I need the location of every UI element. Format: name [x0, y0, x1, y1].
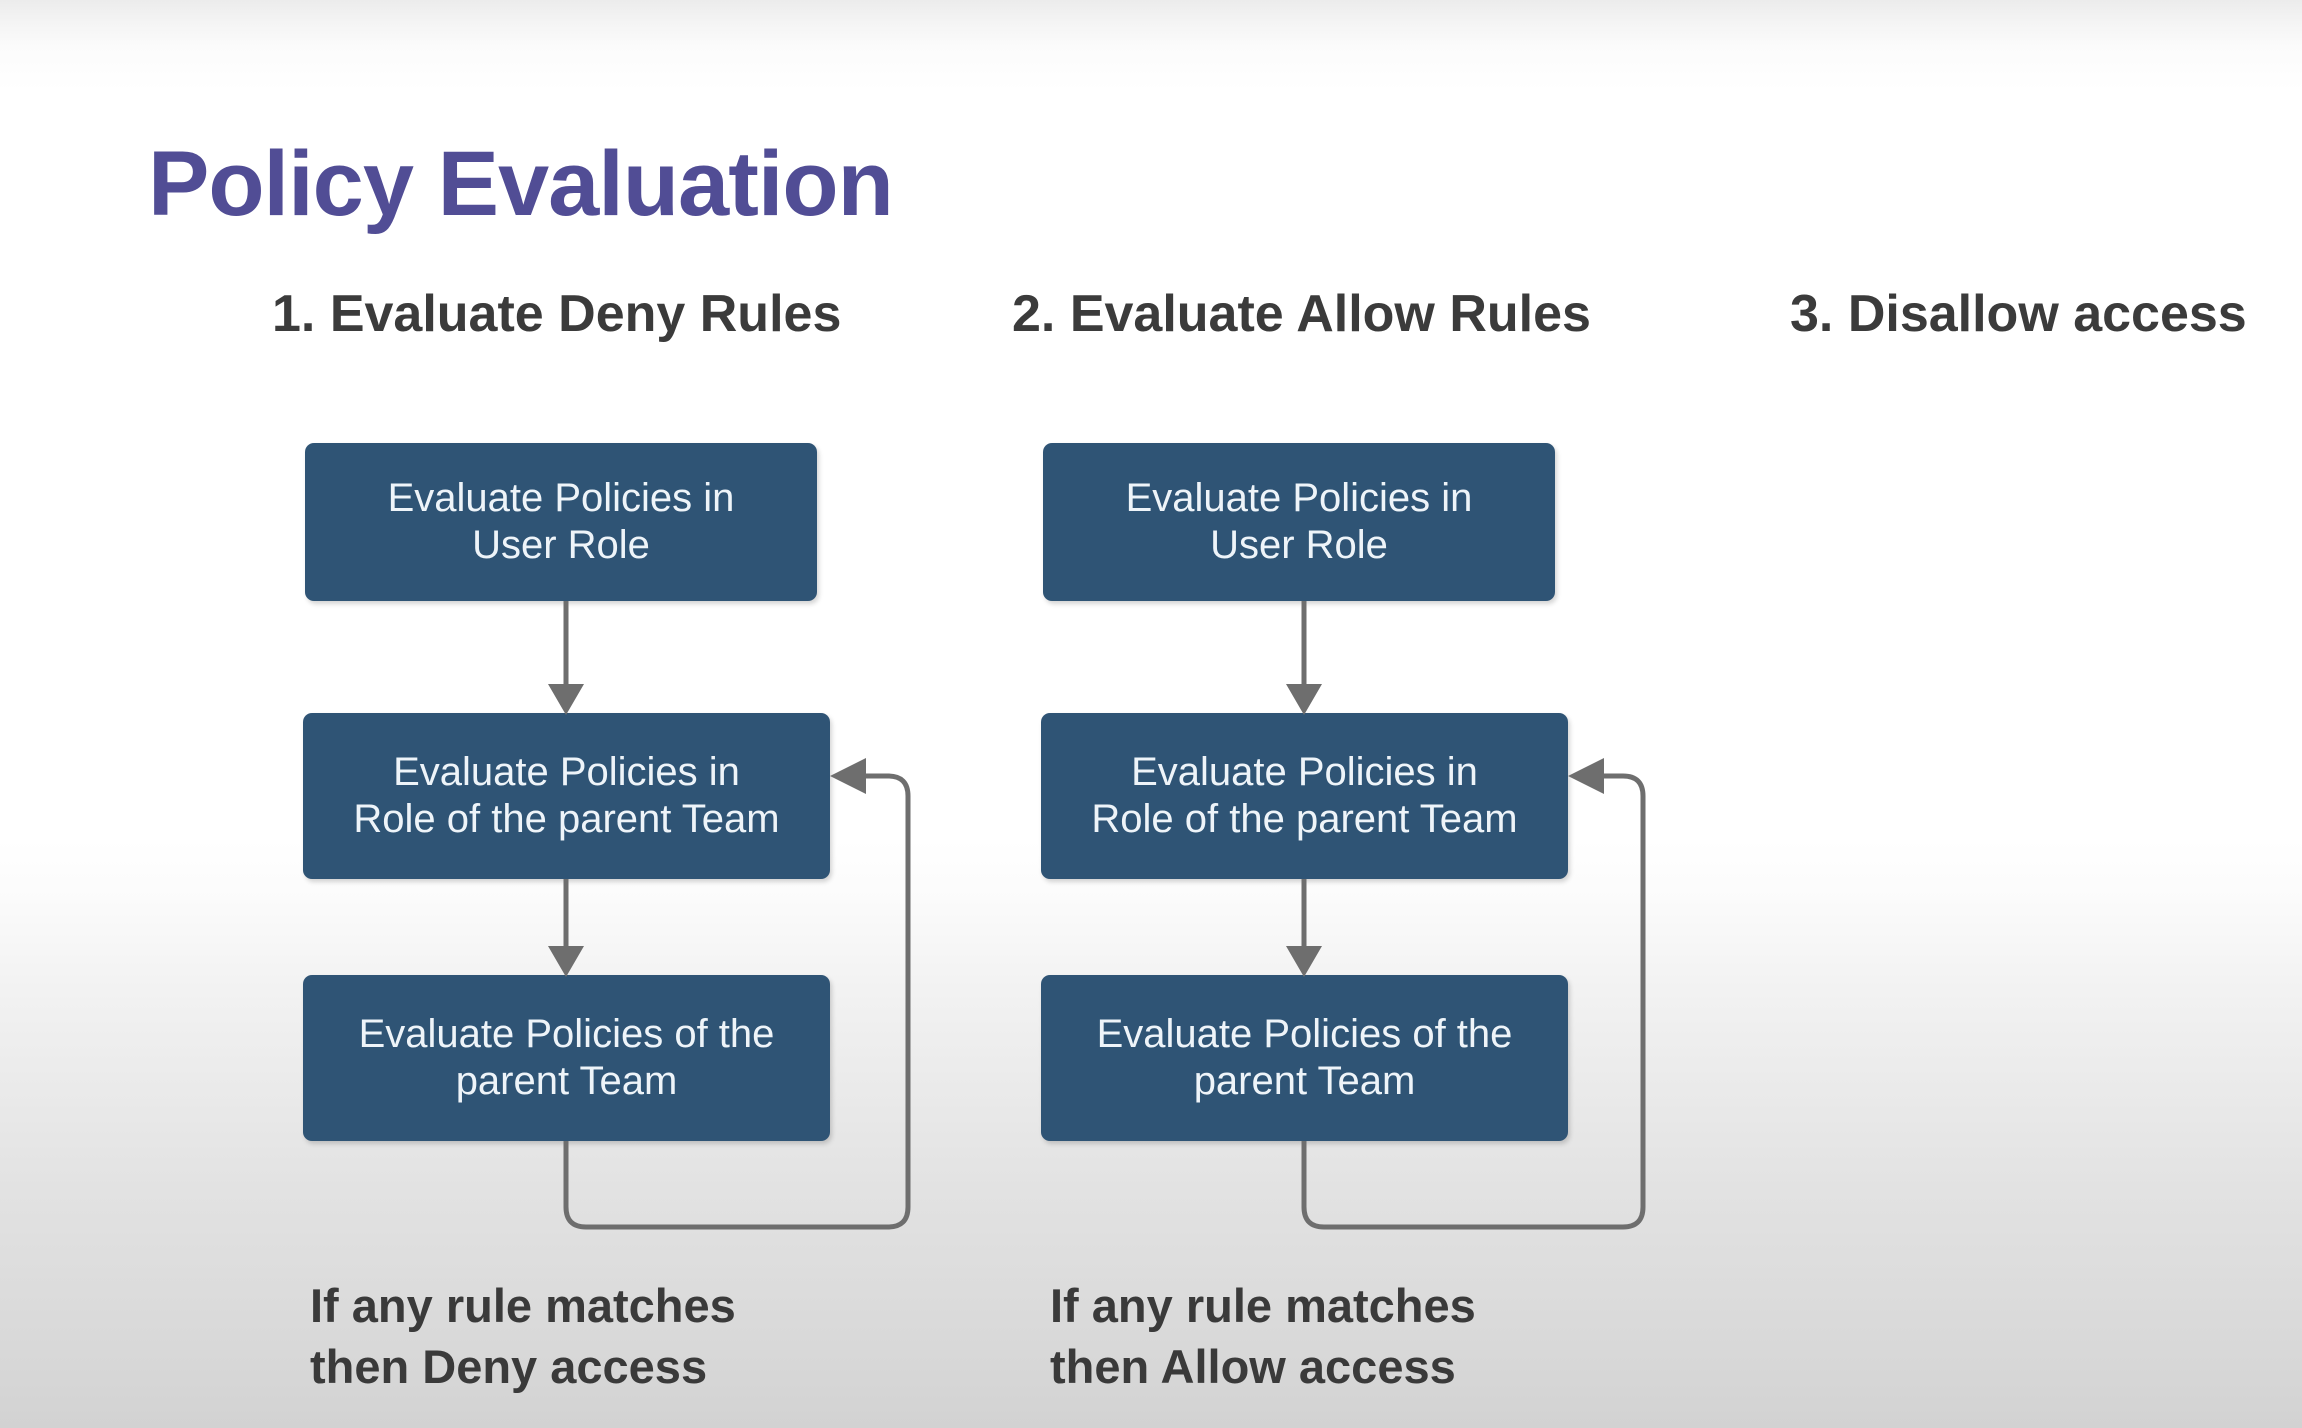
flow-box-allow-parent-team-role: Evaluate Policies in Role of the parent … — [1041, 713, 1568, 879]
flow-box-deny-parent-team: Evaluate Policies of the parent Team — [303, 975, 830, 1141]
flow-box-line-2: Role of the parent Team — [1091, 797, 1518, 841]
column-heading-allow-rules: 2. Evaluate Allow Rules — [1012, 285, 1591, 343]
flow-box-line-2: User Role — [1210, 523, 1388, 567]
connector-deny-1-to-2 — [548, 601, 584, 715]
flow-box-line-2: User Role — [472, 523, 650, 567]
flow-box-line-1: Evaluate Policies of the — [1096, 1011, 1513, 1056]
flow-box-line-1: Evaluate Policies of the — [358, 1011, 775, 1056]
flow-box-deny-parent-team-role: Evaluate Policies in Role of the parent … — [303, 713, 830, 879]
column-heading-deny-rules: 1. Evaluate Deny Rules — [272, 285, 842, 343]
flow-box-line-1: Evaluate Policies in — [387, 475, 735, 520]
flow-box-allow-user-role: Evaluate Policies in User Role — [1043, 443, 1555, 601]
footnote-allow: If any rule matches then Allow access — [1050, 1279, 1476, 1394]
footnote-deny: If any rule matches then Deny access — [310, 1279, 736, 1394]
flow-box-line-1: Evaluate Policies in — [393, 749, 740, 794]
connector-allow-2-to-3 — [1286, 879, 1322, 977]
flow-box-line-1: Evaluate Policies in — [1131, 749, 1478, 794]
flow-box-deny-user-role: Evaluate Policies in User Role — [305, 443, 817, 601]
flow-box-allow-parent-team: Evaluate Policies of the parent Team — [1041, 975, 1568, 1141]
flow-box-line-2: Role of the parent Team — [353, 797, 780, 841]
connector-deny-2-to-3 — [548, 879, 584, 977]
flow-box-line-2: parent Team — [455, 1059, 678, 1103]
connector-allow-1-to-2 — [1286, 601, 1322, 715]
flow-box-line-2: parent Team — [1193, 1059, 1416, 1103]
column-heading-disallow-access: 3. Disallow access — [1790, 285, 2247, 343]
flow-box-line-1: Evaluate Policies in — [1125, 475, 1473, 520]
page-title: Policy Evaluation — [148, 133, 894, 235]
